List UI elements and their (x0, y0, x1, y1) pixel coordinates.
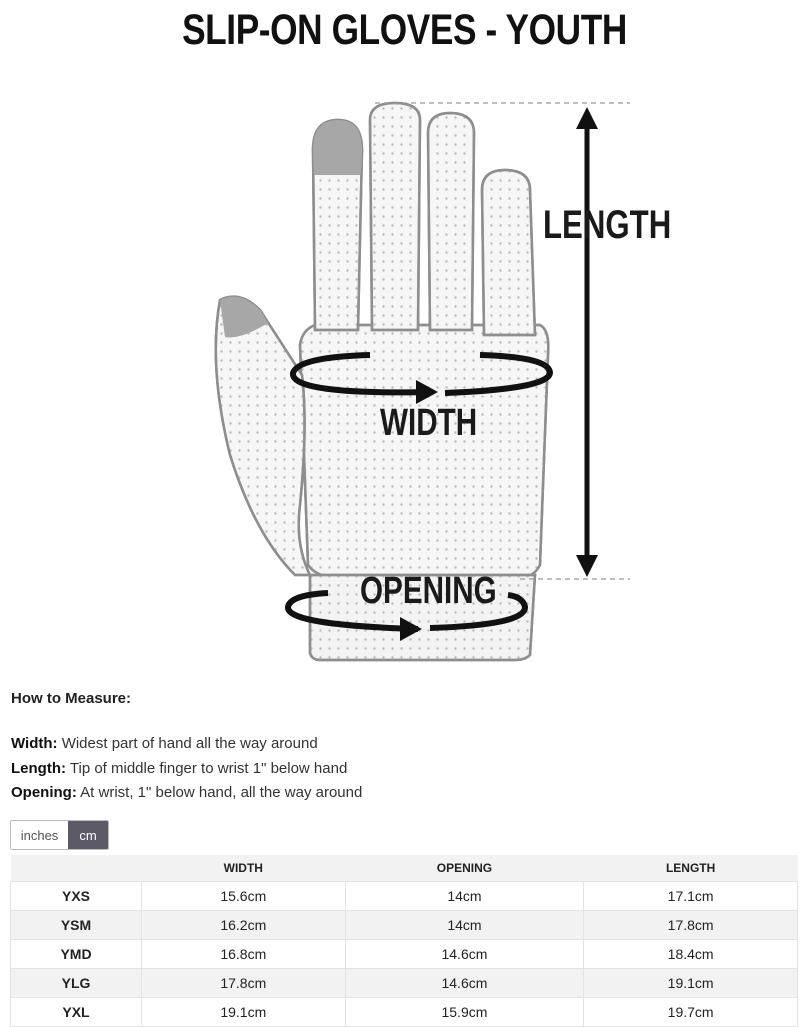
definition-width: Width: Widest part of hand all the way a… (11, 732, 362, 757)
size-cell: YSM (10, 910, 142, 940)
definition-term: Opening: (11, 784, 77, 801)
definition-term: Length: (11, 759, 66, 777)
table-header-row: WIDTH OPENING LENGTH (10, 855, 798, 882)
opening-arrow-icon (285, 590, 528, 632)
touch-tip-icon (313, 120, 362, 175)
length-cell: 17.8cm (583, 910, 798, 940)
length-label: LENGTH (543, 203, 672, 247)
definition-text: Widest part of hand all the way around (61, 735, 318, 752)
definition-opening: Opening: At wrist, 1" below hand, all th… (11, 781, 362, 806)
page-title: SLIP-ON GLOVES - YOUTH (182, 6, 627, 54)
table-row: YXS 15.6cm 14cm 17.1cm (10, 881, 798, 911)
touch-tip-icon (220, 296, 268, 338)
definition-length: Length: Tip of middle finger to wrist 1"… (11, 757, 362, 782)
size-cell: YXS (10, 881, 142, 911)
opening-cell: 14.6cm (344, 968, 585, 998)
length-cell: 17.1cm (583, 881, 798, 911)
definition-text: Tip of middle finger to wrist 1" below h… (69, 759, 348, 777)
opening-cell: 14.6cm (344, 939, 585, 969)
unit-toggle: inches cm (10, 820, 109, 850)
column-header (10, 855, 142, 882)
width-cell: 17.8cm (141, 968, 346, 998)
table-row: YXL 19.1cm 15.9cm 19.7cm (10, 997, 798, 1027)
table-row: YLG 17.8cm 14.6cm 19.1cm (10, 968, 798, 998)
table-row: YSM 16.2cm 14cm 17.8cm (10, 910, 798, 940)
how-to-measure-heading: How to Measure: (11, 690, 132, 707)
definition-text: At wrist, 1" below hand, all the way aro… (80, 784, 363, 801)
glove-measure-diagram (214, 101, 630, 662)
width-cell: 15.6cm (141, 881, 346, 911)
width-cell: 16.8cm (141, 939, 346, 969)
unit-option-cm[interactable]: cm (68, 821, 108, 849)
definition-term: Width: (11, 735, 58, 752)
unit-option-inches[interactable]: inches (11, 821, 68, 849)
opening-cell: 15.9cm (344, 997, 585, 1027)
column-header-length: LENGTH (583, 855, 798, 882)
width-cell: 19.1cm (141, 997, 346, 1027)
measure-definitions: Width: Widest part of hand all the way a… (11, 732, 362, 806)
width-cell: 16.2cm (141, 910, 346, 940)
size-cell: YMD (10, 939, 142, 969)
column-header-opening: OPENING (345, 855, 584, 882)
opening-cell: 14cm (344, 910, 585, 940)
size-cell: YLG (10, 968, 142, 998)
opening-label: OPENING (360, 570, 497, 612)
width-label: WIDTH (380, 402, 478, 444)
length-cell: 19.1cm (583, 968, 798, 998)
length-cell: 18.4cm (583, 939, 798, 969)
size-cell: YXL (10, 997, 142, 1027)
opening-cell: 14cm (344, 881, 585, 911)
width-arrow-icon (290, 352, 554, 396)
length-cell: 19.7cm (583, 997, 798, 1027)
length-arrow-icon (576, 107, 598, 577)
column-header-width: WIDTH (141, 855, 346, 882)
size-table: WIDTH OPENING LENGTH YXS 15.6cm 14cm 17.… (10, 855, 798, 1027)
table-row: YMD 16.8cm 14.6cm 18.4cm (10, 939, 798, 969)
